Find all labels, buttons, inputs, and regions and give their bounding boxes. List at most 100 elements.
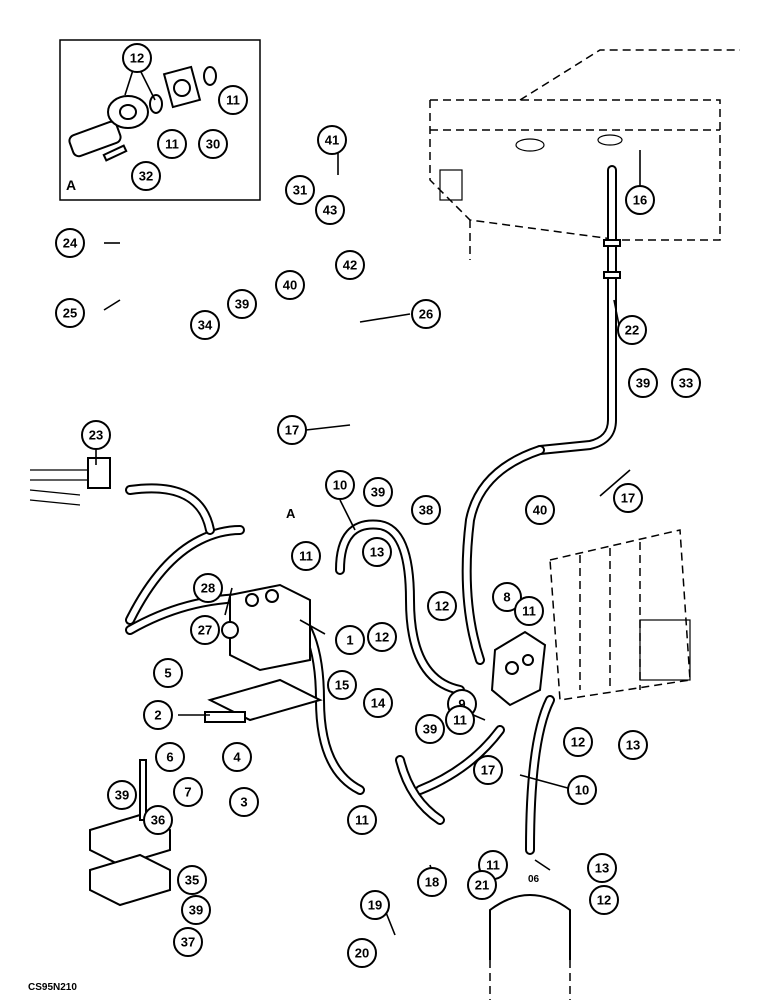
callout-number: 10: [575, 783, 589, 798]
callout-3: 3: [229, 787, 259, 817]
callout-12: 12: [122, 43, 152, 73]
callout-number: 11: [453, 713, 467, 728]
leader-lines: [95, 69, 641, 936]
callout-number: 39: [235, 297, 249, 312]
callout-number: 39: [115, 788, 129, 803]
callout-number: 33: [679, 376, 693, 391]
callout-13: 13: [587, 853, 617, 883]
callout-number: 8: [503, 590, 510, 605]
inset-label: A: [66, 177, 76, 193]
callout-19: 19: [360, 890, 390, 920]
callout-number: 28: [201, 581, 215, 596]
callout-number: 5: [164, 666, 171, 681]
control-valve-bank: [549, 529, 691, 701]
callout-34: 34: [190, 310, 220, 340]
bracket-2: [204, 678, 323, 723]
callout-number: 16: [633, 193, 647, 208]
callout-27: 27: [190, 615, 220, 645]
inset-detail-a: A: [59, 39, 261, 201]
callout-39: 39: [363, 477, 393, 507]
callout-12: 12: [563, 727, 593, 757]
callout-18: 18: [417, 867, 447, 897]
callout-11: 11: [347, 805, 377, 835]
callout-number: 42: [343, 258, 357, 273]
callout-1: 1: [335, 625, 365, 655]
callout-39: 39: [415, 714, 445, 744]
callout-number: 32: [139, 169, 153, 184]
callout-number: 17: [621, 491, 635, 506]
small-label-06: 06: [528, 874, 540, 885]
callout-32: 32: [131, 161, 161, 191]
callout-11: 11: [157, 129, 187, 159]
callout-38: 38: [411, 495, 441, 525]
callout-number: 13: [626, 738, 640, 753]
callout-31: 31: [285, 175, 315, 205]
callout-41: 41: [317, 125, 347, 155]
callout-number: 31: [293, 183, 307, 198]
callout-10: 10: [567, 775, 597, 805]
callout-number: 11: [522, 604, 536, 619]
callout-10: 10: [325, 470, 355, 500]
callout-40: 40: [525, 495, 555, 525]
callout-17: 17: [613, 483, 643, 513]
callout-11: 11: [291, 541, 321, 571]
callout-36: 36: [143, 805, 173, 835]
pipe-22: [535, 165, 621, 455]
callout-13: 13: [618, 730, 648, 760]
callout-26: 26: [411, 299, 441, 329]
callout-43: 43: [315, 195, 345, 225]
callout-number: 17: [285, 423, 299, 438]
callout-number: 14: [371, 696, 386, 711]
callout-number: 39: [423, 722, 437, 737]
callout-number: 6: [166, 750, 173, 765]
callout-number: 22: [625, 323, 639, 338]
callout-number: 9: [458, 697, 465, 712]
callout-number: 40: [283, 278, 297, 293]
callout-number: 39: [371, 485, 385, 500]
callout-8: 8: [492, 582, 522, 612]
hose-23-fittings: [29, 457, 111, 506]
callout-35: 35: [177, 865, 207, 895]
callout-number: 18: [425, 875, 439, 890]
callout-number: 30: [206, 137, 220, 152]
callout-number: 11: [355, 813, 369, 828]
callout-number: 11: [299, 549, 313, 564]
callout-number: 12: [375, 630, 389, 645]
callout-number: 40: [533, 503, 547, 518]
callout-17: 17: [277, 415, 307, 445]
callout-number: 12: [435, 599, 449, 614]
callout-22: 22: [617, 315, 647, 345]
callout-number: 13: [370, 545, 384, 560]
callout-30: 30: [198, 129, 228, 159]
callout-40: 40: [275, 270, 305, 300]
callout-number: 41: [325, 133, 339, 148]
callout-number: 24: [63, 236, 78, 251]
callout-17: 17: [473, 755, 503, 785]
callout-number: 12: [130, 51, 144, 66]
drawing-code: CS95N210: [28, 982, 77, 993]
callout-6: 6: [155, 742, 185, 772]
callout-4: 4: [222, 742, 252, 772]
callout-number: 27: [198, 623, 212, 638]
callout-number: 39: [636, 376, 650, 391]
callout-number: 35: [185, 873, 199, 888]
callout-39: 39: [227, 289, 257, 319]
callout-number: 20: [355, 946, 369, 961]
callout-number: 38: [419, 503, 433, 518]
callout-number: 26: [419, 307, 433, 322]
callout-20: 20: [347, 938, 377, 968]
machine-frame: [429, 49, 740, 260]
callout-number: 10: [333, 478, 347, 493]
callout-number: 25: [63, 306, 77, 321]
callout-number: 4: [233, 750, 241, 765]
valve-block-1: [221, 583, 311, 672]
callout-number: 3: [240, 795, 247, 810]
callout-number: 43: [323, 203, 337, 218]
callout-37: 37: [173, 927, 203, 957]
callout-25: 25: [55, 298, 85, 328]
callout-number: 7: [184, 785, 191, 800]
callout-12: 12: [367, 622, 397, 652]
callout-12: 12: [427, 591, 457, 621]
callout-number: 11: [486, 858, 500, 873]
